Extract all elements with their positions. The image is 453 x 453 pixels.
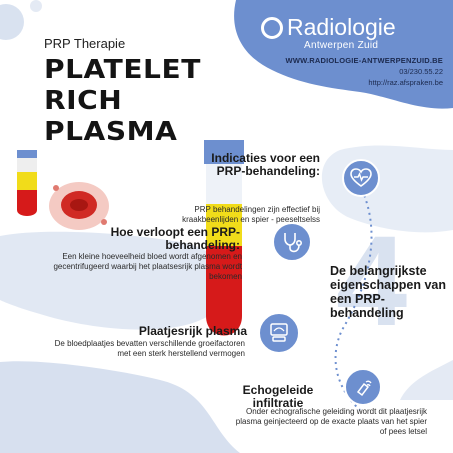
bottom-right-blob xyxy=(400,360,453,400)
ultrasound-probe-badge xyxy=(344,368,382,406)
booking-link[interactable]: http://raz.afspraken.be xyxy=(368,78,443,87)
website-link[interactable]: WWW.RADIOLOGIE-ANTWERPENZUID.BE xyxy=(285,56,443,65)
page-title: PLATELET RICH PLASMA xyxy=(44,55,228,148)
ultrasound-machine-icon xyxy=(258,312,300,354)
logo-icon xyxy=(261,17,283,39)
middle-blob xyxy=(0,231,227,330)
blood-cells-icon xyxy=(49,182,109,230)
key-features-heading: De belangrijkste eigenschappen van een P… xyxy=(330,264,447,320)
decor-circle xyxy=(30,0,42,12)
stethoscope-badge xyxy=(272,222,312,262)
stethoscope-icon xyxy=(272,222,312,262)
ultrasound-probe-icon xyxy=(344,368,382,406)
contact-block: WWW.RADIOLOGIE-ANTWERPENZUID.BE 03/230.5… xyxy=(286,55,443,88)
procedure-heading: Hoe verloopt een PRP-behandeling: xyxy=(110,225,240,252)
procedure-body: Een kleine hoeveelheid bloed wordt afgen… xyxy=(53,252,242,281)
sample-tube-icon xyxy=(17,150,37,216)
prp-tube-icon xyxy=(204,140,244,336)
platelet-plasma-body: De bloedplaatjes bevatten verschillende … xyxy=(54,339,245,358)
heart-monitor-icon xyxy=(342,159,380,197)
header-blob xyxy=(234,0,453,109)
ultrasound-heading: Echogeleide infiltratie xyxy=(242,383,314,410)
subtitle: PRP Therapie xyxy=(44,36,126,51)
title-line: PLASMA xyxy=(44,117,178,147)
brand-location: Antwerpen Zuid xyxy=(304,40,379,51)
heart-monitor-badge xyxy=(342,159,380,197)
decor-circle xyxy=(0,4,24,40)
brand-name: Radiologie xyxy=(287,14,396,40)
ultrasound-machine-badge xyxy=(258,312,300,354)
indications-body: PRP behandelingen zijn effectief bij kra… xyxy=(182,205,320,224)
indications-heading: Indicaties voor een PRP-behandeling: xyxy=(211,151,320,178)
title-line: RICH xyxy=(44,86,123,116)
ultrasound-body: Onder echografische geleiding wordt dit … xyxy=(235,407,427,436)
bottom-blob xyxy=(0,361,240,453)
title-line: PLATELET xyxy=(44,55,201,85)
platelet-plasma-heading: Plaatjesrijk plasma xyxy=(138,324,247,338)
connector-line xyxy=(334,189,373,411)
phone-number: 03/230.55.22 xyxy=(399,67,443,76)
feature-count-number: 4 xyxy=(336,210,408,353)
